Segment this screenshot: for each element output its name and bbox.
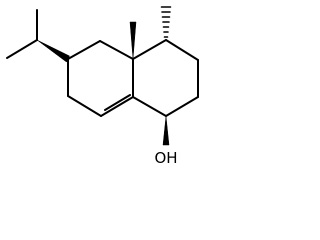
- bond-c8-c8a-double: [104, 94, 131, 111]
- bond-c7-c8: [67, 95, 102, 117]
- bond-c2-c1: [165, 96, 199, 117]
- bond-isopropyl-methyl-left: [6, 39, 38, 59]
- hashed-bond-methyl: [160, 6, 172, 38]
- hydroxyl-label: OH: [154, 149, 177, 167]
- molecule-structure: OH: [6, 6, 199, 167]
- bond-c4a-c5: [99, 40, 134, 60]
- bond-c4a-c4: [132, 39, 167, 60]
- wedge-bond-angular-methyl: [129, 21, 137, 60]
- bond-c6-c5: [67, 40, 101, 60]
- bond-c4-c3: [165, 39, 199, 61]
- wedge-bond-isopropyl: [36, 39, 70, 63]
- wedge-bond-hydroxyl: [162, 115, 170, 146]
- bond-c1-c8a: [132, 96, 167, 117]
- bond-c8-c8a: [100, 96, 134, 117]
